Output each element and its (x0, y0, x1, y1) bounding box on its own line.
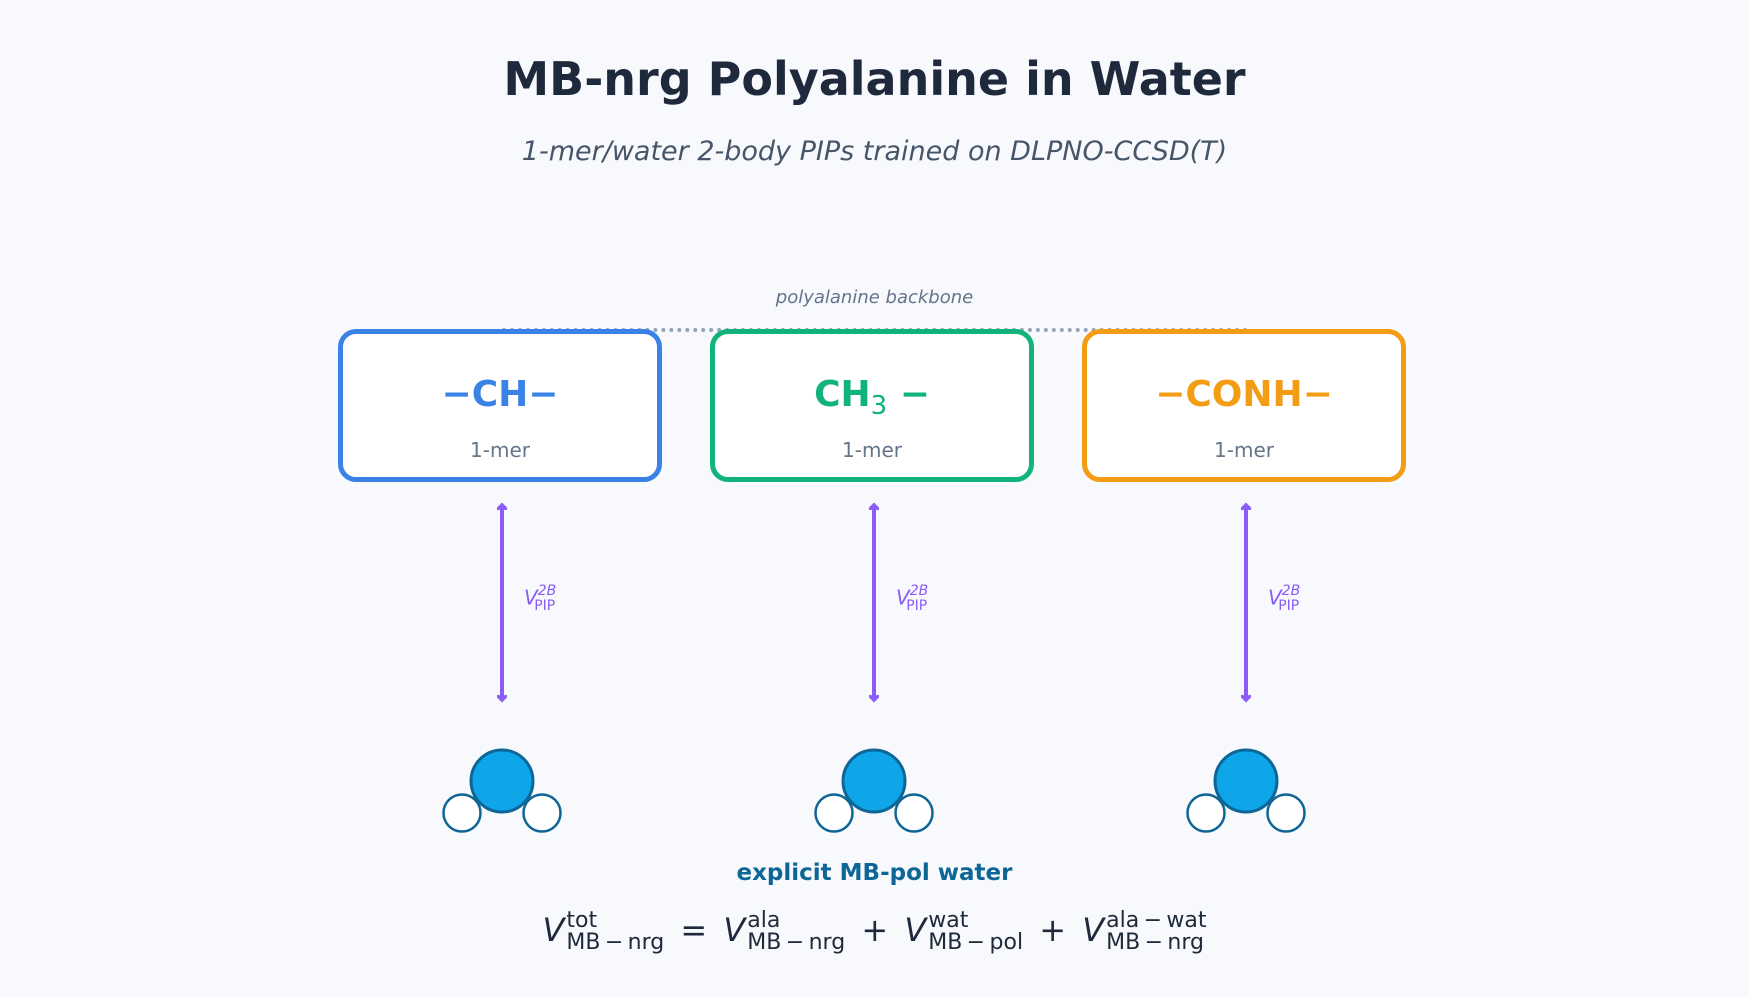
hydrogen-atom (442, 793, 482, 833)
oxygen-atom (469, 748, 535, 814)
oxygen-atom (841, 748, 907, 814)
pip-label-2: V2BPIP (896, 583, 929, 614)
backbone-label: polyalanine backbone (775, 287, 974, 308)
monomer-label: 1-mer (1214, 438, 1274, 462)
monomer-box-ch3: CH3 − 1-mer (710, 329, 1034, 482)
monomer-label: 1-mer (470, 438, 530, 462)
pip-label-3: V2BPIP (1268, 583, 1301, 614)
equation-operator: = (680, 911, 708, 949)
hydrogen-atom (894, 793, 934, 833)
hydrogen-atom (1186, 793, 1226, 833)
water-molecule-2 (814, 748, 934, 833)
monomer-formula: −CONH− (1155, 374, 1333, 415)
monomer-formula: CH3 − (814, 374, 930, 422)
equation-operator: + (861, 911, 889, 949)
water-molecule-1 (442, 748, 562, 833)
monomer-box-ch: −CH− 1-mer (338, 329, 662, 482)
water-molecule-3 (1186, 748, 1306, 833)
monomer-formula: −CH− (441, 374, 559, 415)
hydrogen-atom (814, 793, 854, 833)
water-label: explicit MB-pol water (736, 860, 1013, 886)
oxygen-atom (1213, 748, 1279, 814)
pip-label-1: V2BPIP (524, 583, 557, 614)
monomer-label: 1-mer (842, 438, 902, 462)
diagram-title: MB-nrg Polyalanine in Water (503, 52, 1246, 106)
hydrogen-atom (522, 793, 562, 833)
equation-operator: + (1039, 911, 1067, 949)
hydrogen-atom (1266, 793, 1306, 833)
diagram-subtitle: 1-mer/water 2-body PIPs trained on DLPNO… (521, 136, 1228, 167)
monomer-box-conh: −CONH− 1-mer (1082, 329, 1406, 482)
